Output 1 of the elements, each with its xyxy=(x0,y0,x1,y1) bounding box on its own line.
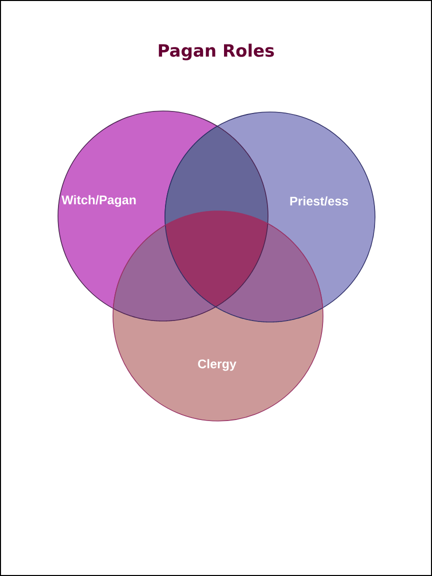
title: Pagan Roles xyxy=(158,44,274,60)
